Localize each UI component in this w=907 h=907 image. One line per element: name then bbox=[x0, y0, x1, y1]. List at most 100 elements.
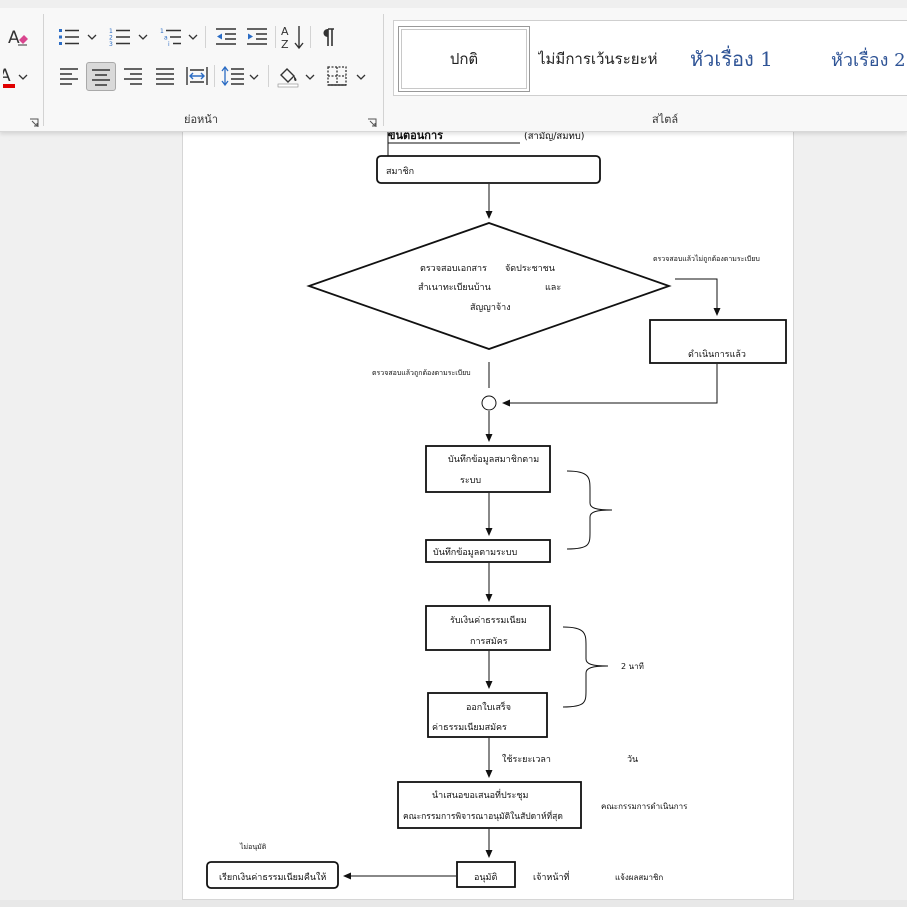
svg-text:i: i bbox=[168, 41, 170, 47]
dialog-launcher-icon bbox=[368, 118, 377, 127]
distributed-button[interactable] bbox=[184, 63, 210, 89]
box3-line1: บันทึกข้อมูลสมาชิกตาม bbox=[448, 454, 539, 465]
line-spacing-dropdown[interactable] bbox=[247, 70, 261, 84]
diamond-text-line3: สัญญาจ้าง bbox=[470, 302, 511, 313]
arrow-note: ใช้ระยะเวลา bbox=[502, 754, 551, 765]
time-label: 2 นาที bbox=[621, 662, 644, 671]
flow-box-member bbox=[376, 155, 601, 184]
svg-text:a: a bbox=[164, 35, 168, 42]
style-no-spacing[interactable]: ไม่มีการเว้นระยะห่ bbox=[538, 50, 658, 68]
font-color-dropdown[interactable] bbox=[17, 70, 29, 84]
button-separator bbox=[275, 26, 276, 48]
flow-box-record-system bbox=[425, 539, 551, 563]
align-left-button[interactable] bbox=[56, 63, 82, 89]
paragraph-dialog-launcher[interactable] bbox=[367, 113, 377, 127]
flow-box-propose bbox=[397, 781, 582, 829]
bullets-button[interactable] bbox=[56, 24, 82, 50]
svg-text:1: 1 bbox=[160, 28, 164, 35]
style-normal[interactable]: ปกติ bbox=[398, 26, 530, 92]
officer-note-b: แจ้งผลสมาชิก bbox=[615, 873, 663, 882]
flow-box-approve bbox=[456, 861, 516, 888]
box3-line2: ระบบ bbox=[460, 476, 481, 486]
bullets-dropdown[interactable] bbox=[85, 30, 99, 44]
box6-line1: ออกใบเสร็จ bbox=[466, 700, 511, 713]
shading-button[interactable] bbox=[274, 62, 302, 90]
label-correct: ตรวจสอบแล้วถูกต้องตามระเบียบ bbox=[372, 369, 471, 377]
show-formatting-marks-button[interactable] bbox=[315, 24, 341, 50]
styles-group-label: สไตล์ bbox=[652, 113, 679, 126]
box7-line2: คณะกรรมการพิจารณาอนุมัติในสัปดาห์ที่สุด bbox=[403, 810, 563, 822]
style-heading-1[interactable]: หัวเรื่อง 1 bbox=[690, 47, 773, 71]
reject-label: เรียกเงินค่าธรรมเนียมคืนให้ bbox=[219, 872, 326, 883]
flow-connector bbox=[481, 395, 497, 411]
officer-note: เจ้าหน้าที่ bbox=[533, 870, 570, 883]
borders-dropdown[interactable] bbox=[354, 70, 368, 84]
decrease-indent-icon bbox=[216, 28, 236, 45]
paint-bucket-icon bbox=[277, 68, 299, 88]
svg-text:A: A bbox=[281, 25, 289, 38]
multilevel-list-icon: 1 a i bbox=[160, 28, 181, 47]
multilevel-list-button[interactable]: 1 a i bbox=[158, 24, 184, 50]
group-separator bbox=[43, 14, 44, 126]
arrow bbox=[675, 278, 721, 316]
borders-button[interactable] bbox=[324, 63, 350, 89]
flow-box-record bbox=[425, 445, 551, 493]
styles-gallery: ปกติ ไม่มีการเว้นระยะห่ หัวเรื่อง 1 หัวเ… bbox=[393, 20, 907, 96]
align-right-button[interactable] bbox=[120, 63, 146, 89]
numbering-dropdown[interactable] bbox=[136, 30, 150, 44]
chevron-down-icon bbox=[18, 74, 28, 80]
clear-formatting-button[interactable]: A bbox=[4, 24, 32, 50]
box6-line2: ค่าธรรมเนียมสมัคร bbox=[432, 722, 507, 733]
ribbon-top-strip bbox=[0, 0, 907, 8]
box5-line1: รับเงินค่าธรรมเนียม bbox=[450, 615, 527, 626]
flow-box-side bbox=[649, 319, 787, 364]
button-separator bbox=[268, 65, 269, 87]
numbered-list-icon: 1 2 3 bbox=[109, 28, 130, 47]
chevron-down-icon bbox=[305, 74, 315, 80]
box4-label: บันทึกข้อมูลตามระบบ bbox=[433, 547, 517, 558]
font-color-button[interactable]: A bbox=[0, 62, 20, 90]
flow-box-receipt bbox=[427, 692, 548, 738]
status-bar-edge bbox=[0, 900, 907, 907]
borders-icon bbox=[327, 66, 347, 86]
font-color-icon: A bbox=[3, 66, 15, 88]
flow-decision-diamond bbox=[306, 222, 672, 350]
decrease-indent-button[interactable] bbox=[213, 24, 239, 50]
flow-box-member-label: สมาชิก bbox=[386, 166, 414, 177]
diamond-text-line2b: และ bbox=[545, 283, 561, 293]
align-center-icon bbox=[92, 68, 110, 86]
line-spacing-button[interactable] bbox=[219, 63, 247, 89]
paragraph-group-label: ย่อหน้า bbox=[184, 113, 218, 126]
style-heading-2[interactable]: หัวเรื่อง 2 bbox=[831, 49, 906, 71]
diamond-text-line1b: จัดประชาชน bbox=[505, 264, 555, 274]
chevron-down-icon bbox=[87, 34, 97, 40]
justify-button[interactable] bbox=[152, 63, 178, 89]
increase-indent-button[interactable] bbox=[244, 24, 270, 50]
numbering-button[interactable]: 1 2 3 bbox=[107, 24, 133, 50]
label-incorrect: ตรวจสอบแล้วไม่ถูกต้องตามระเบียบ bbox=[653, 254, 760, 263]
flowchart-heading-suffix: (สามัญ/สมทบ) bbox=[524, 131, 584, 142]
justify-icon bbox=[156, 68, 174, 85]
diamond-text-line1: ตรวจสอบเอกสาร bbox=[420, 264, 487, 274]
shading-dropdown[interactable] bbox=[303, 70, 317, 84]
distributed-icon bbox=[186, 67, 208, 85]
chevron-down-icon bbox=[356, 74, 366, 80]
multilevel-list-dropdown[interactable] bbox=[186, 30, 200, 44]
align-right-icon bbox=[124, 68, 142, 85]
clear-formatting-icon: A bbox=[8, 28, 28, 48]
sort-button[interactable]: A Z bbox=[279, 22, 307, 52]
align-center-button[interactable] bbox=[86, 62, 116, 91]
chevron-down-icon bbox=[138, 34, 148, 40]
svg-text:Z: Z bbox=[281, 38, 289, 51]
arrow bbox=[502, 364, 718, 407]
brace-right bbox=[562, 626, 609, 708]
svg-text:2: 2 bbox=[109, 35, 113, 42]
chevron-down-icon bbox=[188, 34, 198, 40]
bullets-icon bbox=[59, 29, 79, 45]
committee-note: คณะกรรมการดำเนินการ bbox=[601, 802, 688, 811]
font-dialog-launcher[interactable] bbox=[29, 113, 39, 127]
not-approve-label: ไม่อนุมัติ bbox=[239, 842, 267, 851]
side-box-line2: ดำเนินการแล้ว bbox=[688, 349, 746, 360]
line-spacing-icon bbox=[221, 66, 244, 86]
